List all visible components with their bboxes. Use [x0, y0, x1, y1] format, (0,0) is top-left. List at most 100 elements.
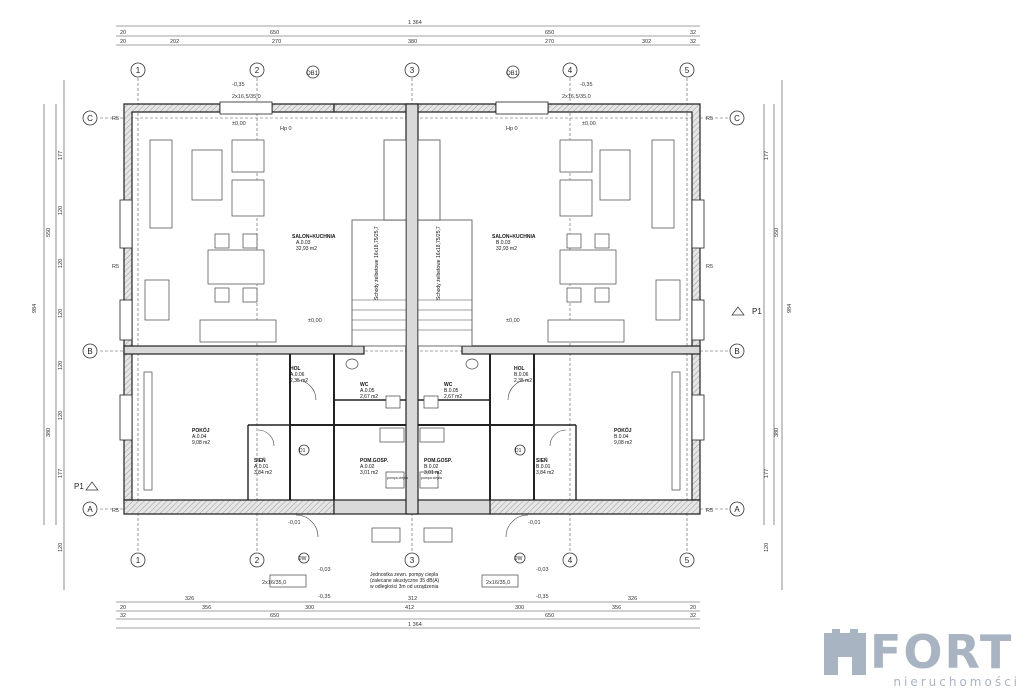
axis-marker [130, 552, 146, 568]
dim-text: 177 [58, 151, 64, 160]
dim-text: 650 [270, 613, 279, 619]
tower-icon [824, 629, 866, 675]
door-label: D1 [299, 448, 306, 454]
axis-marker [82, 110, 98, 126]
axis-marker [82, 343, 98, 359]
room-name: HOL [514, 366, 525, 372]
r5-label: R5 [706, 116, 713, 122]
section-marker-icon [85, 481, 99, 491]
door-tag [298, 444, 310, 456]
axis-label: 3 [410, 66, 415, 75]
level-label: -0,03 [536, 567, 549, 573]
dim-text: 270 [272, 39, 281, 45]
room-area: 3,84 m2 [254, 470, 272, 476]
steps-label: 2x16,5/35,0 [562, 94, 591, 100]
dim-text: 32 [690, 39, 696, 45]
r5-label: R5 [112, 508, 119, 514]
company-logo: FORT nieruchomości [820, 625, 1020, 695]
dim-text: 20 [690, 605, 696, 611]
level-label: -0,35 [232, 82, 245, 88]
door-tag [514, 444, 526, 456]
dim-text: 120 [58, 309, 64, 318]
axis-marker [562, 62, 578, 78]
door-tag [514, 552, 526, 564]
dim-text: 120 [58, 543, 64, 552]
interior-walls [247, 354, 577, 500]
room-area: 3,01 m2 [360, 470, 378, 476]
door-label: DW [298, 556, 307, 562]
axis-label: C [734, 114, 740, 123]
dim-text: 650 [270, 30, 279, 36]
room-name: POM.GOSP. [424, 458, 453, 464]
dim-text: 202 [170, 39, 179, 45]
axis-label: A [87, 505, 93, 514]
axis-marker [729, 501, 745, 517]
hp-label: Hp 0 [506, 126, 518, 132]
axis-marker [249, 552, 265, 568]
section-p1-label: P1 [752, 307, 762, 316]
room-code: B.0.03 [496, 240, 511, 246]
axis-label: 3 [410, 556, 415, 565]
dim-text: 20 [120, 605, 126, 611]
room-code: A.0.02 [360, 464, 375, 470]
axis-label: 4 [568, 66, 573, 75]
room-name: SALON+KUCHNIA [292, 234, 336, 240]
stairs: Schody żelbetowe 16x18,75/25,7 Schody że… [351, 139, 473, 347]
window-label: OB1 [506, 71, 519, 77]
note-line: w odległości 3m od urządzenia [370, 584, 439, 590]
dim-text: 20 [120, 39, 126, 45]
dim-text: 550 [774, 228, 780, 237]
grid-axes: 1 2 3 4 5 1 2 3 4 5 C B A C B A [82, 62, 745, 568]
room-name: SIEŃ [536, 456, 548, 464]
level-label: -0,35 [536, 594, 549, 600]
steps-label: 2x16/35,0 [262, 580, 286, 586]
level-label: -0,35 [580, 82, 593, 88]
room-area: 2,67 m2 [360, 394, 378, 400]
axis-label: C [87, 114, 93, 123]
room-area: 9,08 m2 [192, 440, 210, 446]
left-dimensions: 984 550 380 177 120 120 120 120 120 177 … [32, 80, 65, 590]
room-code: A.0.05 [360, 388, 375, 394]
door-label: D1 [515, 448, 522, 454]
axis-label: A [734, 505, 740, 514]
stairs-label: Schody żelbetowe 16x18,75/25,7 [436, 226, 442, 300]
axis-label: 5 [685, 556, 690, 565]
axis-marker [679, 62, 695, 78]
steps-label: 2x16,5/35,0 [232, 94, 261, 100]
room-name: HOL [290, 366, 301, 372]
dim-bottom-total: 1 364 [408, 622, 422, 628]
room-labels-left: SALON+KUCHNIA A.0.03 32,93 m2 HOL A.0.06… [192, 234, 389, 476]
axis-marker [562, 552, 578, 568]
door-swings [257, 379, 567, 538]
room-name: WC [444, 382, 453, 388]
axis-label: 5 [685, 66, 690, 75]
dim-text: 32 [690, 30, 696, 36]
dim-text: 120 [58, 206, 64, 215]
room-name: SALON+KUCHNIA [492, 234, 536, 240]
axis-label: 2 [255, 556, 260, 565]
dim-text: 120 [764, 543, 770, 552]
dim-text: 120 [58, 411, 64, 420]
dim-top-total: 1 364 [408, 20, 422, 26]
axis-label: 2 [255, 66, 260, 75]
dim-text: 380 [408, 39, 417, 45]
axis-marker [729, 110, 745, 126]
heat-pump-label: pompa ciepła [421, 476, 442, 480]
room-area: 2,67 m2 [444, 394, 462, 400]
room-name: POKÓJ [614, 426, 632, 434]
axis-marker [679, 552, 695, 568]
room-code: B.0.02 [424, 464, 439, 470]
dim-text: 120 [58, 361, 64, 370]
heat-pump-note: Jednostka zewn. pompy ciepła (zalecane a… [370, 572, 440, 590]
room-code: B.0.05 [444, 388, 459, 394]
heat-pump-label: pompa ciepła [387, 476, 408, 480]
dim-text: 380 [46, 428, 52, 437]
axis-marker [249, 62, 265, 78]
r5-label: R5 [112, 116, 119, 122]
room-name: WC [360, 382, 369, 388]
room-area: 32,93 m2 [496, 246, 517, 252]
room-area: 32,93 m2 [296, 246, 317, 252]
note-line: Jednostka zewn. pompy ciepła [370, 572, 438, 578]
dim-text: 650 [545, 613, 554, 619]
axis-marker [404, 62, 420, 78]
